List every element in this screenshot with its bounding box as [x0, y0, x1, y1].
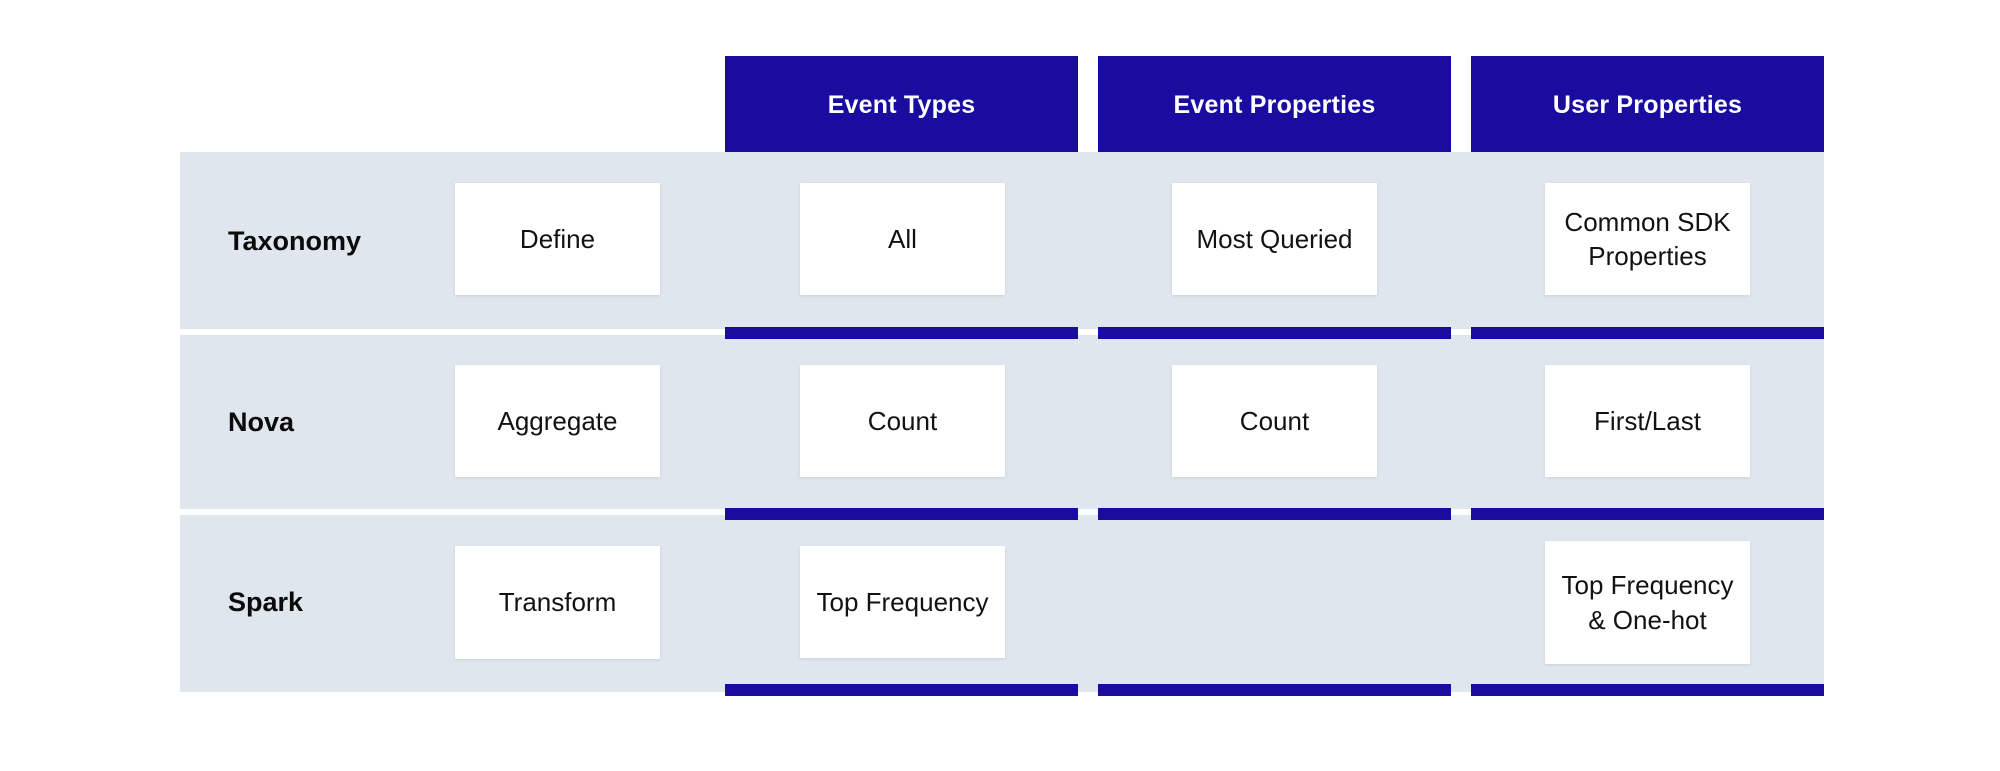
value-cell-label: Count	[1239, 405, 1310, 436]
action-cell-nova: Aggregate	[455, 365, 660, 477]
value-cell: Common SDK Properties	[1545, 183, 1750, 295]
column-header-label: User Properties	[1552, 90, 1743, 119]
value-cell-label: Top Frequency & One-hot	[1561, 570, 1734, 635]
action-cell-label: Define	[519, 223, 596, 254]
column-header-user-properties: User Properties	[1471, 56, 1824, 154]
column-header-event-properties: Event Properties	[1098, 56, 1451, 154]
row-divider-bar	[1471, 327, 1824, 339]
action-cell-label: Transform	[498, 587, 617, 618]
row-label-spark: Spark	[228, 587, 304, 617]
row-divider-bar	[725, 327, 1078, 339]
row-label-nova: Nova	[228, 407, 295, 437]
value-cell-label: Common SDK Properties	[1564, 206, 1731, 271]
column-header-event-types: Event Types	[725, 56, 1078, 154]
value-cell: Most Queried	[1172, 183, 1377, 295]
column-header-label: Event Types	[827, 90, 976, 119]
row-divider-bar	[1471, 508, 1824, 520]
action-cell-spark: Transform	[455, 546, 660, 659]
row-divider-bar	[1098, 508, 1451, 520]
row-divider-bar	[725, 508, 1078, 520]
action-cell-taxonomy: Define	[455, 183, 660, 295]
value-cell-label: Count	[867, 405, 938, 436]
row-divider-bar	[1471, 684, 1824, 696]
action-cell-label: Aggregate	[497, 405, 618, 436]
row-divider-bar	[1098, 327, 1451, 339]
row-divider-bar	[725, 684, 1078, 696]
value-cell: Count	[1172, 365, 1377, 477]
value-cell: Count	[800, 365, 1005, 477]
value-cell: All	[800, 183, 1005, 295]
value-cell-label: First/Last	[1594, 405, 1701, 436]
row-divider-bar	[1098, 684, 1451, 696]
value-cell: Top Frequency & One-hot	[1545, 541, 1750, 664]
column-header-label: Event Properties	[1173, 90, 1376, 119]
value-cell: Top Frequency	[800, 546, 1005, 658]
value-cell-label: All	[888, 223, 917, 254]
value-cell: First/Last	[1545, 365, 1750, 477]
value-cell-label: Most Queried	[1196, 223, 1353, 254]
value-cell-label: Top Frequency	[816, 586, 989, 617]
row-label-taxonomy: Taxonomy	[228, 226, 362, 256]
